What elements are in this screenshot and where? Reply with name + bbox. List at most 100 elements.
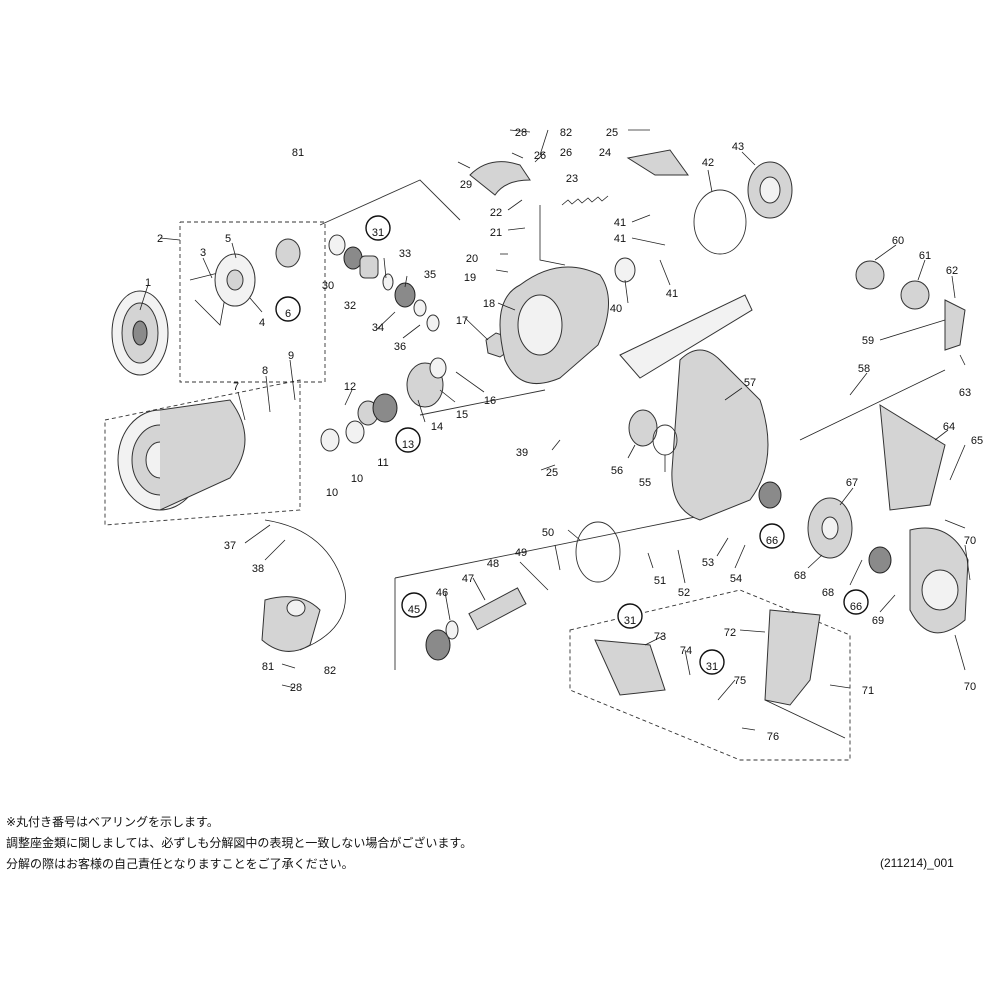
bearing-marker	[365, 215, 391, 241]
part-number-label: 49	[515, 547, 527, 559]
part-number-label: 15	[456, 409, 468, 421]
part-number-label: 10	[351, 473, 363, 485]
part-number-label: 17	[456, 315, 468, 327]
bearing-marker	[401, 592, 427, 618]
part-number-label: 41	[614, 233, 626, 245]
part-number-label: 25	[606, 127, 618, 139]
part-number-label: 2	[157, 233, 163, 245]
leader-lines	[139, 129, 971, 731]
note-bearing-marking: ※丸付き番号はベアリングを示します。	[6, 815, 219, 829]
part-number-label: 69	[872, 615, 884, 627]
part-number-label: 53	[702, 557, 714, 569]
part-number-label: 61	[919, 250, 931, 262]
part-number-label: 41	[666, 288, 678, 300]
part-number-label: 82	[324, 665, 336, 677]
part-number-label: 43	[732, 141, 744, 153]
part-number-label: 7	[233, 381, 239, 393]
part-number-label: 60	[892, 235, 904, 247]
part-number-label: 30	[322, 280, 334, 292]
part-number-label: 6	[285, 308, 291, 320]
part-number-label: 12	[344, 381, 356, 393]
part-number-label: 3	[200, 247, 206, 259]
bearing-marker	[699, 649, 725, 675]
part-number-label: 75	[734, 675, 746, 687]
part-number-label: 31	[624, 615, 636, 627]
part-shapes	[111, 149, 969, 739]
part-number-label: 13	[402, 439, 414, 451]
part-number-label: 46	[436, 587, 448, 599]
part-number-label: 29	[460, 179, 472, 191]
part-number-label: 41	[614, 217, 626, 229]
part-number-label: 73	[654, 631, 666, 643]
part-number-label: 40	[610, 303, 622, 315]
part-number-label: 23	[566, 173, 578, 185]
note-shim-disclaimer: 調整座金類に関しましては、必ずしも分解図中の表現と一致しない場合がございます。	[6, 836, 473, 850]
note-disassembly-responsibility: 分解の際はお客様の自己責任となりますことをご了承ください。	[6, 857, 354, 871]
part-number-label: 21	[490, 227, 502, 239]
part-number-label: 33	[399, 248, 411, 260]
part-number-label: 35	[424, 269, 436, 281]
part-number-label: 38	[252, 563, 264, 575]
part-number-label: 9	[288, 350, 294, 362]
part-number-label: 18	[483, 298, 495, 310]
part-number-label: 55	[639, 477, 651, 489]
part-number-label: 54	[730, 573, 742, 585]
part-number-label: 57	[744, 377, 756, 389]
part-number-label: 37	[224, 540, 236, 552]
bearing-marker	[395, 427, 421, 453]
part-number-label: 82	[560, 127, 572, 139]
part-callouts: 1234567891010111213141516171819202122232…	[145, 127, 983, 743]
bearing-marker	[617, 603, 643, 629]
part-number-label: 81	[292, 147, 304, 159]
document-code: (211214)_001	[880, 856, 954, 870]
notes-block: ※丸付き番号はベアリングを示します。 調整座金類に関しましては、必ずしも分解図中…	[6, 812, 706, 875]
part-number-label: 5	[225, 233, 231, 245]
part-number-label: 52	[678, 587, 690, 599]
part-number-label: 4	[259, 317, 265, 329]
part-number-label: 24	[599, 147, 611, 159]
part-number-label: 50	[542, 527, 554, 539]
part-number-label: 63	[959, 387, 971, 399]
part-number-label: 26	[534, 150, 546, 162]
part-number-label: 19	[464, 272, 476, 284]
part-number-label: 26	[560, 147, 572, 159]
part-number-label: 66	[766, 535, 778, 547]
part-number-label: 10	[326, 487, 338, 499]
part-number-label: 66	[850, 601, 862, 613]
part-number-label: 39	[516, 447, 528, 459]
part-number-label: 81	[262, 661, 274, 673]
part-number-label: 72	[724, 627, 736, 639]
part-number-label: 34	[372, 322, 384, 334]
part-number-label: 59	[862, 335, 874, 347]
part-number-label: 8	[262, 365, 268, 377]
part-number-label: 58	[858, 363, 870, 375]
part-number-label: 67	[846, 477, 858, 489]
part-number-label: 36	[394, 341, 406, 353]
part-number-label: 11	[377, 457, 388, 469]
part-number-label: 64	[943, 421, 955, 433]
part-number-label: 70	[964, 681, 976, 693]
part-number-label: 56	[611, 465, 623, 477]
part-number-label: 70	[964, 535, 976, 547]
part-number-label: 71	[862, 685, 874, 697]
part-number-label: 14	[431, 421, 443, 433]
part-number-label: 76	[767, 731, 779, 743]
bearing-markers	[275, 215, 869, 675]
part-number-label: 28	[515, 127, 527, 139]
bearing-marker	[759, 523, 785, 549]
part-number-label: 65	[971, 435, 983, 447]
part-number-label: 25	[546, 467, 558, 479]
part-number-label: 42	[702, 157, 714, 169]
part-number-label: 1	[145, 277, 151, 289]
part-number-label: 62	[946, 265, 958, 277]
part-number-label: 47	[462, 573, 474, 585]
part-number-label: 68	[822, 587, 834, 599]
part-number-label: 16	[484, 395, 496, 407]
part-number-label: 31	[372, 227, 384, 239]
part-number-label: 31	[706, 661, 718, 673]
part-number-label: 22	[490, 207, 502, 219]
bearing-marker	[275, 296, 301, 322]
part-number-label: 45	[408, 604, 420, 616]
part-number-label: 28	[290, 682, 302, 694]
part-number-label: 51	[654, 575, 666, 587]
